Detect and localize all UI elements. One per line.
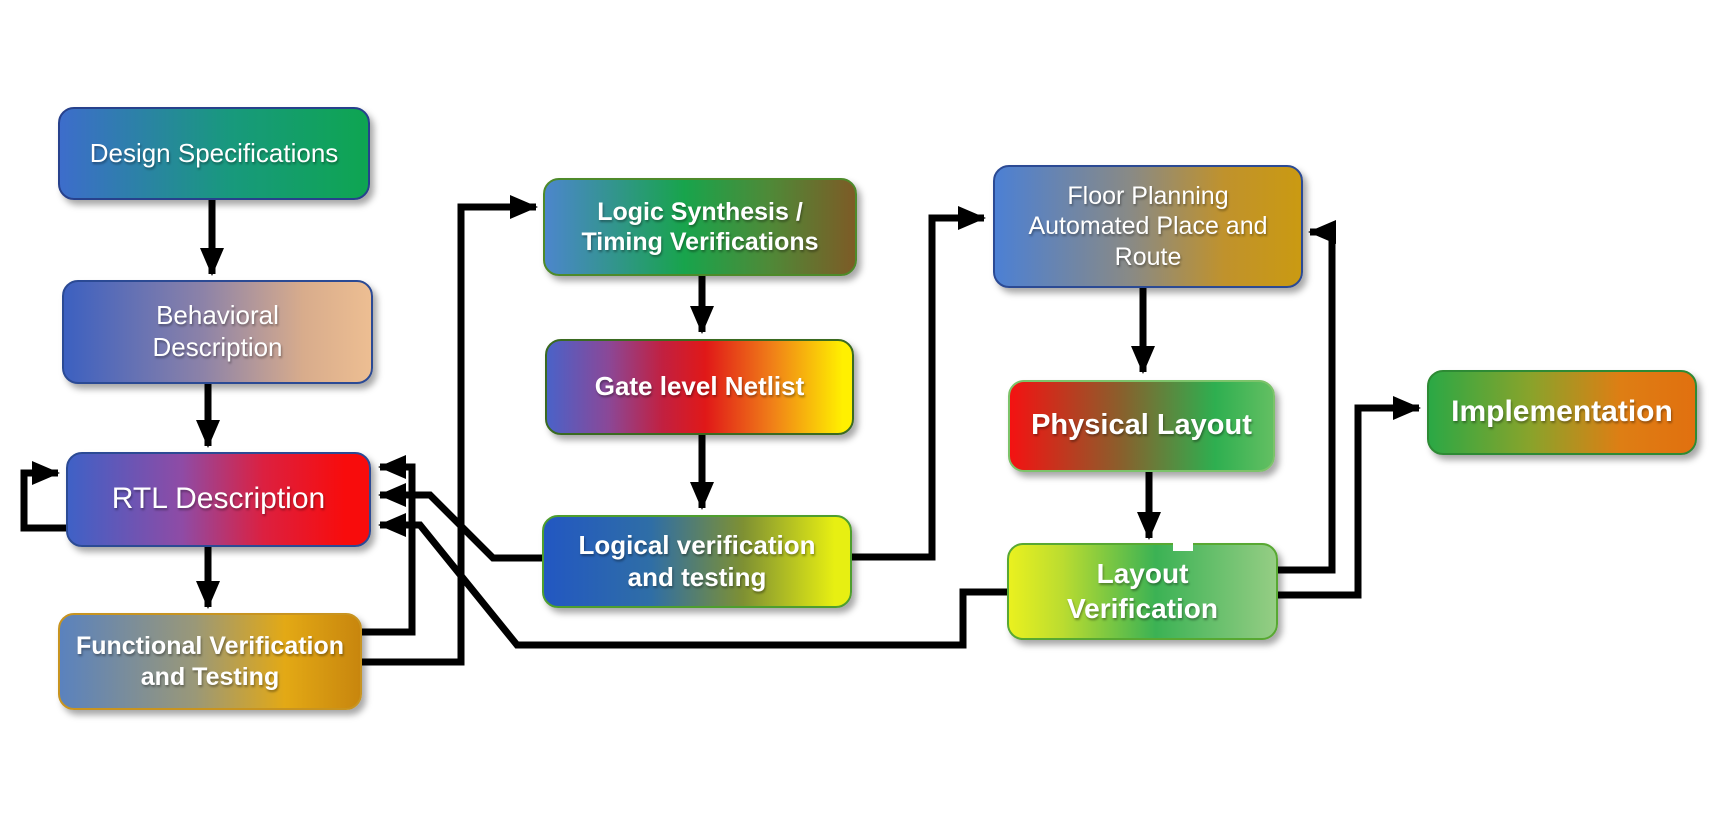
node-logic-synthesis: Logic Synthesis / Timing Verifications: [543, 178, 857, 276]
edge-logverif-to-floorplan: [852, 206, 986, 561]
node-gate-level-netlist: Gate level Netlist: [545, 339, 854, 435]
edge-funcverif-to-synthesis: [362, 195, 538, 666]
edge-logverif-to-rtl: [378, 483, 542, 562]
node-design-specifications: Design Specifications: [58, 107, 370, 200]
node-physical-layout: Physical Layout: [1008, 380, 1275, 472]
node-rtl-description: RTL Description: [66, 452, 371, 547]
edge-rtl-self-loop: [20, 461, 66, 532]
node-functional-verification: Functional Verification and Testing: [58, 613, 362, 710]
node-floor-planning: Floor Planning Automated Place and Route: [993, 165, 1303, 288]
node-implementation: Implementation: [1427, 370, 1697, 455]
white-artifact-patch: [1173, 536, 1193, 551]
node-behavioral-description: Behavioral Description: [62, 280, 373, 384]
node-logical-verification: Logical verification and testing: [542, 515, 852, 608]
edge-layoutverif-to-implementation: [1278, 396, 1421, 599]
node-layout-verification: Layout Verification: [1007, 543, 1278, 640]
